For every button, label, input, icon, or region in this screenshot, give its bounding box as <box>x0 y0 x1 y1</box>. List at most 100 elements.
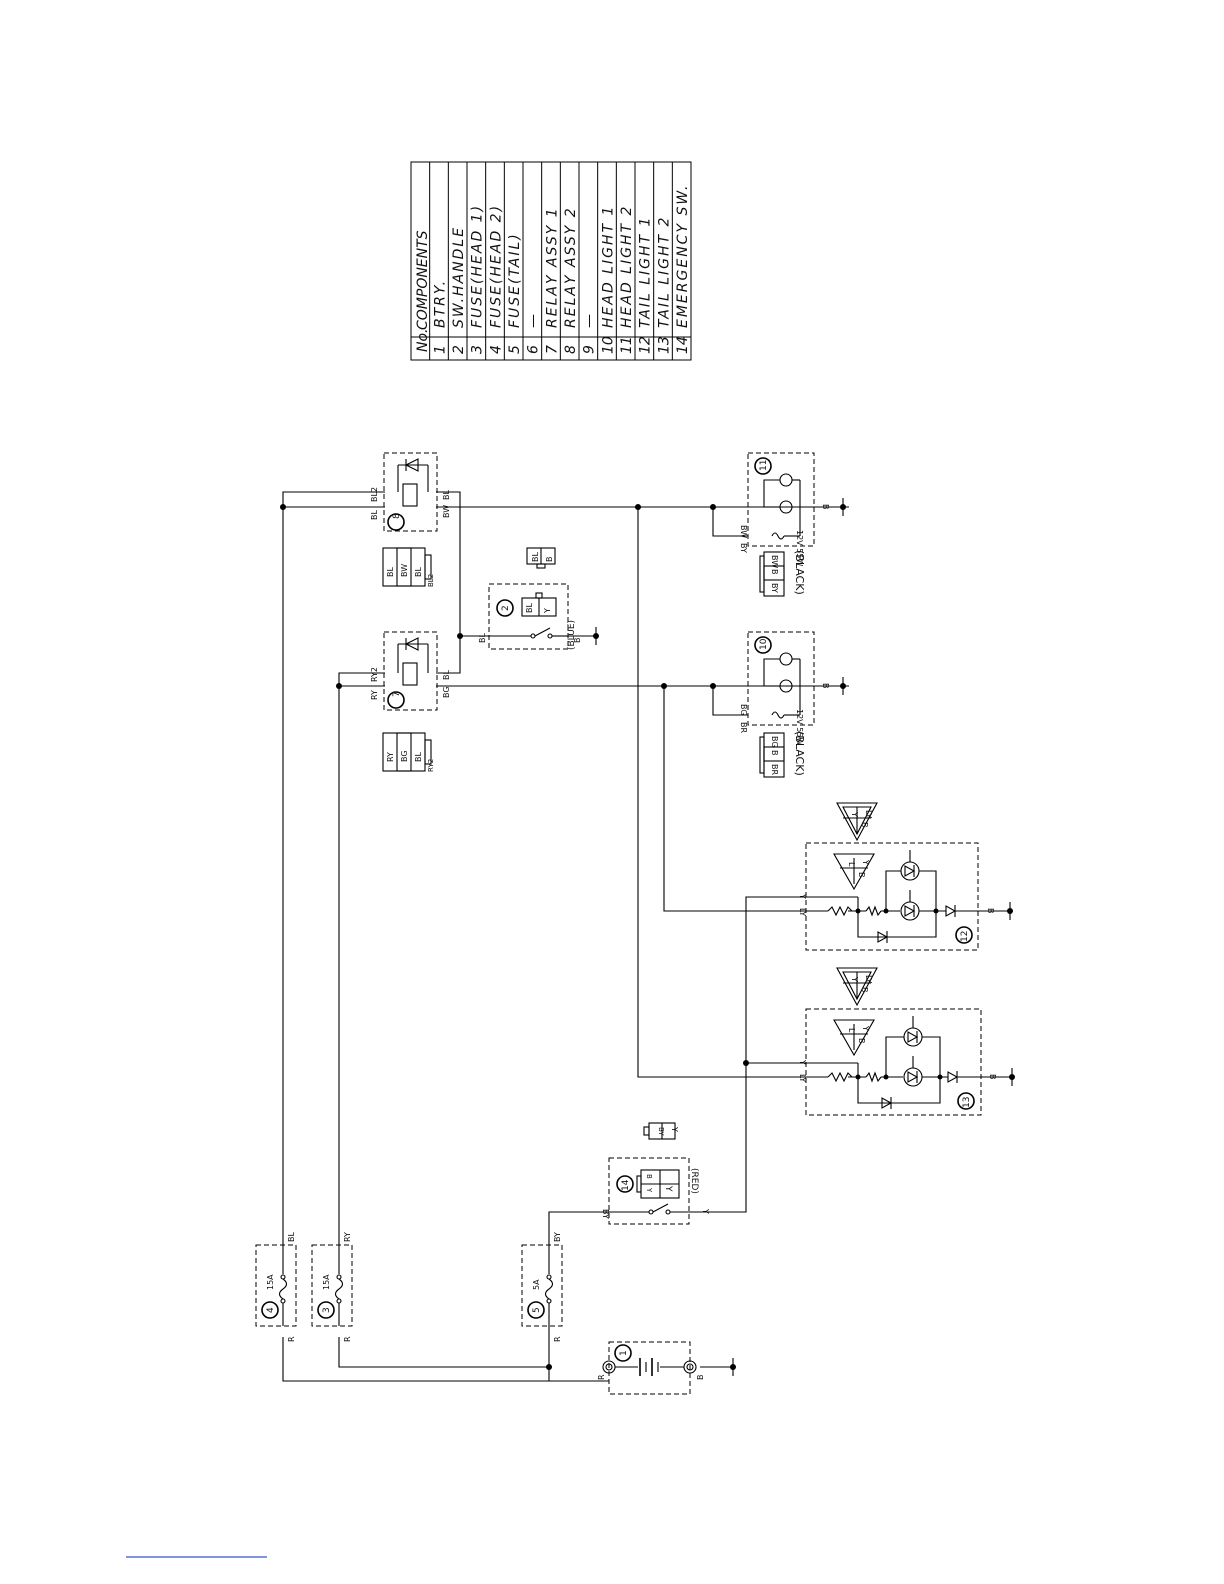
table-row-name: TAIL LIGHT 2 <box>656 216 672 328</box>
svg-text:LY: LY <box>864 975 873 983</box>
relay2-number-badge <box>387 513 405 531</box>
svg-text:BY: BY <box>739 543 748 553</box>
table-row-name: — <box>526 312 542 328</box>
svg-text:RY: RY <box>343 1232 352 1242</box>
svg-text:RY2: RY2 <box>370 667 379 682</box>
table-header-no: No. <box>415 329 431 353</box>
svg-text:B: B <box>988 1074 997 1080</box>
svg-text:BL: BL <box>370 510 379 520</box>
table-header-components: COMPONENTS <box>415 230 431 330</box>
svg-text:8: 8 <box>392 513 402 519</box>
svg-text:B: B <box>857 872 866 878</box>
svg-text:BL: BL <box>414 752 423 762</box>
svg-text:B: B <box>573 638 582 644</box>
svg-text:12V 55W: 12V 55W <box>795 709 804 745</box>
relay-assy-1: 7 RY2 RY BL BG <box>370 631 451 711</box>
svg-text:12: 12 <box>960 931 970 942</box>
svg-text:B: B <box>860 987 869 993</box>
sw-handle-number-badge <box>496 599 514 617</box>
table-row-no: 11 <box>619 336 635 354</box>
svg-text:BL: BL <box>414 567 423 577</box>
svg-text:RY: RY <box>386 752 395 762</box>
table-row-no: 3 <box>470 345 486 354</box>
table-row-no: 9 <box>582 345 598 354</box>
table-row-no: 8 <box>563 345 579 354</box>
table-row-name: TAIL LIGHT 1 <box>638 216 654 328</box>
table-row-no: 5 <box>507 345 523 354</box>
svg-text:(RED): (RED) <box>689 1168 699 1194</box>
svg-text:Y: Y <box>850 976 859 982</box>
svg-text:BW: BW <box>400 564 409 577</box>
svg-text:L: L <box>847 862 856 867</box>
svg-text:10: 10 <box>759 638 769 650</box>
svg-text:LY: LY <box>798 1074 807 1082</box>
battery: 1 R B <box>597 1341 705 1395</box>
svg-text:BL: BL <box>525 603 534 613</box>
table-row-name: HEAD LIGHT 2 <box>619 205 635 328</box>
svg-text:Y: Y <box>850 811 859 817</box>
svg-text:B: B <box>696 1375 705 1381</box>
svg-text:11: 11 <box>759 460 769 471</box>
svg-text:LY: LY <box>864 810 873 818</box>
relay-assy-2: 8 BL2 BL BL BW <box>370 452 451 532</box>
svg-text:14: 14 <box>621 1179 631 1191</box>
svg-text:R: R <box>553 1336 562 1342</box>
svg-text:BY: BY <box>657 1127 665 1136</box>
svg-text:13: 13 <box>962 1097 972 1108</box>
fuse-head-2: 4 15A BL R <box>255 1232 297 1342</box>
svg-text:(BLUE): (BLUE) <box>567 620 577 650</box>
svg-text:Y: Y <box>543 608 552 614</box>
head-light-1-connector: BG B BR (BLACK) <box>759 731 806 778</box>
svg-text:Y: Y <box>663 1185 673 1192</box>
table-row-no: 14 <box>675 336 691 354</box>
svg-text:BG: BG <box>442 686 451 698</box>
svg-text:BL: BL <box>287 1232 296 1242</box>
svg-text:12V 55W: 12V 55W <box>795 530 804 566</box>
svg-text:B: B <box>770 750 779 756</box>
wire-by-emerg <box>548 1211 609 1245</box>
svg-text:Y: Y <box>798 893 807 899</box>
table-row-name: HEAD LIGHT 1 <box>600 205 616 328</box>
svg-text:B: B <box>857 1038 866 1044</box>
svg-text:2: 2 <box>501 605 511 611</box>
svg-text:BR: BR <box>770 764 779 775</box>
svg-text:RY: RY <box>370 690 379 700</box>
tail-light-1-connector: Y LY B <box>836 802 878 842</box>
svg-text:BY: BY <box>553 1232 562 1242</box>
fuse-tail: 5 5A BY R <box>521 1232 563 1342</box>
svg-text:B: B <box>860 822 869 828</box>
svg-text:L: L <box>847 1028 856 1033</box>
head-light-1: 10 12V 55W BG BR B <box>712 631 830 745</box>
wire-ry-relay1 <box>338 672 385 1245</box>
svg-text:BY: BY <box>770 583 779 593</box>
svg-text:B: B <box>986 908 995 914</box>
table-row-no: 13 <box>656 336 672 354</box>
svg-text:4: 4 <box>266 1307 276 1313</box>
svg-text:BL: BL <box>531 552 540 562</box>
svg-text:R: R <box>597 1374 606 1380</box>
wire-r-fuse3 <box>338 1337 549 1368</box>
tail-light-2: L Y B 13 Y LY B <box>798 1008 997 1116</box>
wire-to-tail2 <box>637 507 828 1078</box>
table-row-name: EMERGENCY SW. <box>675 184 691 328</box>
tail1-number-badge <box>955 926 973 944</box>
table-row-no: 2 <box>451 345 467 354</box>
wire-y-emerg <box>689 896 806 1213</box>
wires <box>282 491 1014 1382</box>
svg-text:BY: BY <box>601 1209 610 1219</box>
svg-text:BW: BW <box>770 555 779 568</box>
svg-text:Y: Y <box>861 859 870 865</box>
emergency-sw-connector: BY Y <box>643 1122 679 1140</box>
head-light-2-connector: BW B BY (BLACK) <box>759 550 806 597</box>
svg-text:BL: BL <box>478 633 487 643</box>
svg-text:R: R <box>343 1336 352 1342</box>
relay2-connector: BL BW BL BL2 <box>382 547 435 587</box>
svg-text:B: B <box>645 1174 653 1179</box>
head1-number-badge <box>754 636 772 654</box>
table-row-name: BTRY. <box>432 279 448 328</box>
svg-text:R: R <box>287 1336 296 1342</box>
svg-text:B: B <box>821 504 830 510</box>
table-row-name: FUSE(HEAD 2) <box>488 204 504 328</box>
table-row-no: 7 <box>544 345 560 354</box>
svg-text:7: 7 <box>392 691 402 697</box>
